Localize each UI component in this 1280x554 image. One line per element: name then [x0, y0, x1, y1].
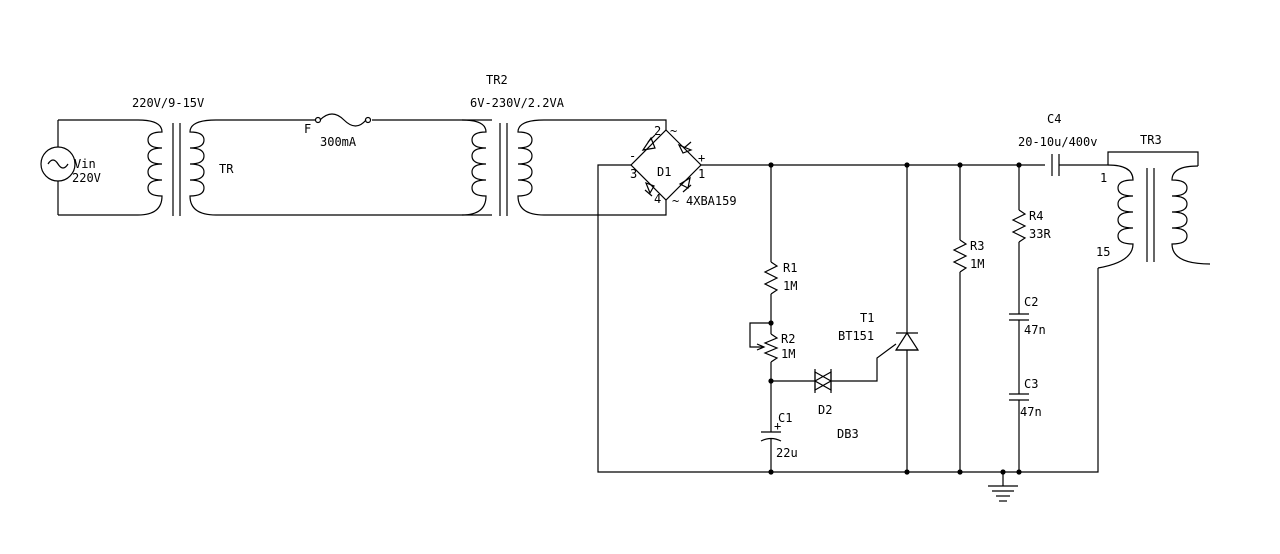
tr3-name-label: TR3: [1140, 133, 1162, 147]
tr3-pin1-label: 1: [1100, 171, 1107, 185]
bridge-pin3-label: 3: [630, 167, 637, 181]
fuse-name-label: F: [304, 122, 311, 136]
c1-value-label: 22u: [776, 446, 798, 460]
bridge-pin2-label: 2: [654, 124, 661, 138]
bridge-pin1-label: 1: [698, 167, 705, 181]
bridge-ac-top-label: ~: [670, 124, 677, 138]
d2-part-label: DB3: [837, 427, 859, 441]
ground-symbol: [988, 472, 1018, 502]
r2-name-label: R2: [781, 332, 795, 346]
t1-name-label: T1: [860, 311, 874, 325]
c3-value-label: 47n: [1020, 405, 1042, 419]
r2-value-label: 1M: [781, 347, 795, 361]
d2-name-label: D2: [818, 403, 832, 417]
junction-dots: [768, 162, 1022, 475]
potentiometer-r2: [749, 322, 779, 363]
bridge-minus-label: -: [629, 149, 636, 163]
capacitor-c1: [760, 431, 782, 472]
bridge-plus-label: +: [698, 151, 705, 165]
diac-d2: [813, 369, 833, 393]
bridge-name-label: D1: [657, 165, 671, 179]
vin-value-label: 220V: [72, 171, 101, 185]
r3-value-label: 1M: [970, 257, 984, 271]
transformer-tr: [137, 119, 217, 216]
capacitor-c4: [1051, 154, 1060, 176]
c4-name-label: C4: [1047, 112, 1061, 126]
tr-rating-label: 220V/9-15V: [132, 96, 204, 110]
bridge-part-label: 4XBA159: [686, 194, 737, 208]
c1-name-label: C1: [778, 411, 792, 425]
transformer-tr2: [461, 119, 545, 216]
capacitor-c3: [1009, 393, 1029, 401]
tr3-pin15-label: 15: [1096, 245, 1110, 259]
resistor-r3: [952, 239, 968, 273]
tr-name-label: TR: [219, 162, 234, 176]
thyristor-t1: [894, 331, 920, 351]
fuse-value-label: 300mA: [320, 135, 357, 149]
r4-name-label: R4: [1029, 209, 1043, 223]
c4-value-label: 20-10u/400v: [1018, 135, 1097, 149]
tr2-name-label: TR2: [486, 73, 508, 87]
bridge-pin4-label: 4: [654, 192, 661, 206]
c2-value-label: 47n: [1024, 323, 1046, 337]
ac-source-vin: [40, 119, 138, 216]
t1-part-label: BT151: [838, 329, 874, 343]
transformer-tr3: [1097, 164, 1211, 269]
r4-value-label: 33R: [1029, 227, 1051, 241]
tr2-rating-label: 6V-230V/2.2VA: [470, 96, 565, 110]
bridge-rectifier-d1: [630, 129, 702, 201]
fuse-f: [314, 113, 372, 127]
bridge-ac-bottom-label: ~: [672, 194, 679, 208]
resistor-r4: [1011, 209, 1027, 243]
c1-plus-label: +: [774, 419, 781, 433]
resistor-r1: [763, 261, 779, 295]
c2-name-label: C2: [1024, 295, 1038, 309]
c3-name-label: C3: [1024, 377, 1038, 391]
r1-name-label: R1: [783, 261, 797, 275]
vin-label: Vin: [74, 157, 96, 171]
r1-value-label: 1M: [783, 279, 797, 293]
capacitor-c2: [1009, 313, 1029, 321]
r3-name-label: R3: [970, 239, 984, 253]
